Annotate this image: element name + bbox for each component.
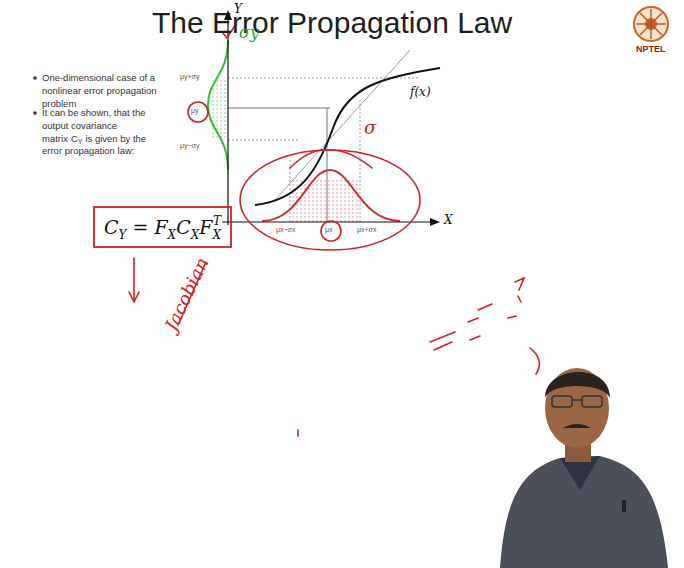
math-subscript: Y [119,228,127,242]
drawing-part [321,221,341,241]
tick-label: μx+σx [357,226,376,234]
math-subscript: X [191,228,200,242]
drawing-part [327,108,328,222]
drawing-part [129,292,139,302]
drawing-part [552,396,572,407]
bullet-text: One-dimensional case of a nonlinear erro… [42,72,162,110]
tick-label: μy+σy [180,73,199,81]
drawing-part [290,150,372,168]
drawing-part [255,68,440,205]
drawing-part [228,140,300,141]
math-superscript: T [213,214,221,228]
drawing-part [518,296,521,302]
drawing-part [500,456,668,568]
drawing-part [227,14,228,225]
handwritten-note: Jacobian [161,254,213,334]
tick-label: μy [191,107,199,115]
handwritten-note: σ [364,118,376,139]
tick-label: μx−σx [276,226,295,234]
bullet-dot [33,111,37,115]
math-symbol: C [176,216,191,238]
drawing-part [290,160,291,222]
drawing-part [515,278,524,290]
logo-text: NPTEL [636,44,666,54]
math-subscript: Y [78,138,83,145]
math-subscript: X [168,228,177,242]
slide-title: The Error Propagation Law [152,6,512,41]
bullet-dot [33,76,37,80]
drawing-part [545,368,609,448]
nptel-logo [634,7,668,41]
drawing-part [468,318,478,322]
axis-label: X [444,214,453,228]
drawing-part [275,50,410,200]
drawing-part [508,316,516,318]
drawing-part [212,78,228,140]
math-symbol: C [71,133,78,144]
math-operator: = [132,216,148,238]
drawing-part [430,332,455,342]
math-symbol: C [104,216,119,238]
tick-label: μx [325,226,333,234]
drawing-part [622,500,626,512]
math-symbol: F [154,216,167,238]
drawing-part [563,424,591,428]
drawing-part [572,399,582,401]
drawing-part [133,258,135,300]
drawing-part [470,336,480,340]
handwritten-note: σy [239,24,259,42]
drawing-part [188,102,208,122]
drawing-part [478,304,492,310]
drawing-part [582,396,602,407]
drawing-part [640,13,662,35]
drawing-part [636,9,666,39]
formula-highlight-box [94,207,231,247]
drawing-part [530,348,539,374]
drawing-part [640,13,662,35]
math-symbol: F [199,216,212,238]
drawing-part [430,218,440,226]
drawing-part [262,170,400,221]
drawing-part [434,342,452,350]
tick-label: μy−σy [180,142,199,150]
math-subscript: X [212,228,221,242]
handwritten-annotations [129,24,539,436]
drawing-part [228,108,330,109]
bullet-text: It can be shown, that the output covaria… [42,107,166,158]
drawing-part [297,430,299,436]
curve-label: f(x) [410,86,431,100]
axis-label: Y [234,3,242,17]
drawing-part [634,7,668,41]
drawing-part [208,40,228,170]
formula: CY=FXCXFXT [104,216,221,238]
presenter-figure [500,368,668,568]
drawing-part [545,372,610,398]
drawing-part [240,150,420,250]
error-propagation-plot [208,10,440,226]
